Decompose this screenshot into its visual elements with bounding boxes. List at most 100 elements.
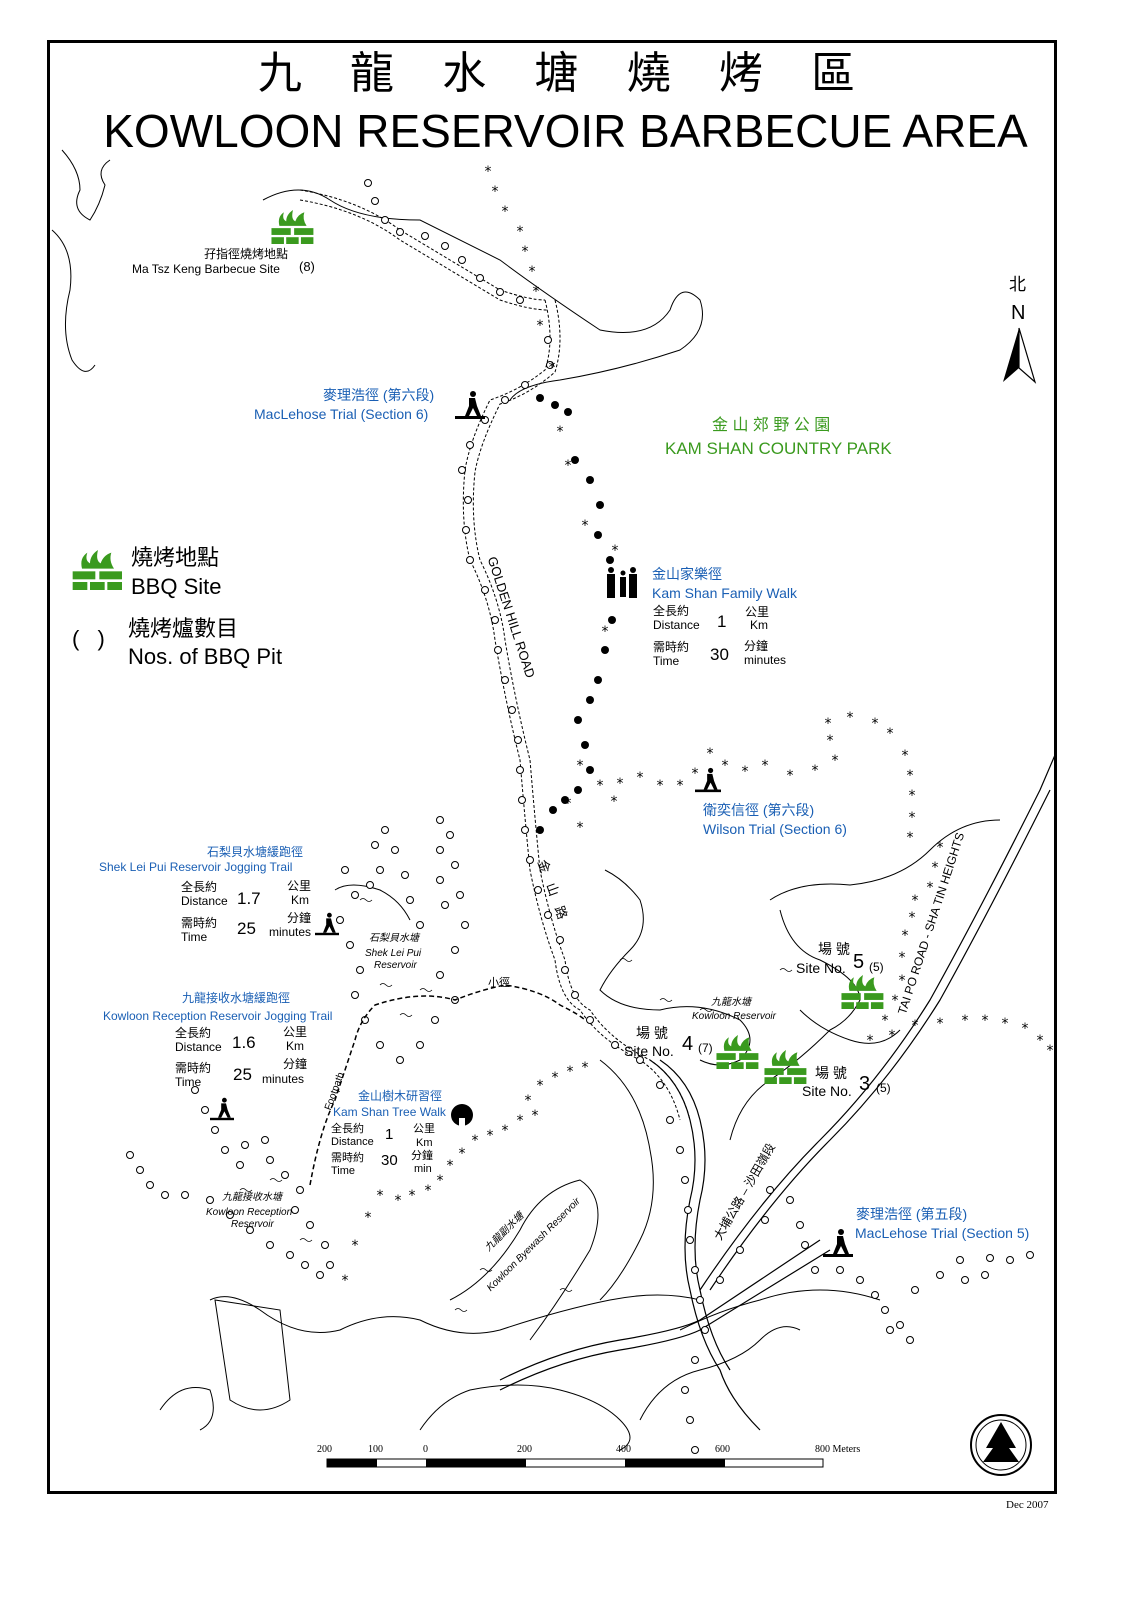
svg-text:*: * [882, 1013, 889, 1029]
tw-distance-unit: Km [416, 1137, 433, 1149]
svg-text:*: * [847, 710, 854, 726]
kr-reservoir-label-2: Reservoir [231, 1219, 274, 1230]
svg-text:*: * [492, 184, 499, 200]
footpath-line [309, 984, 586, 1186]
svg-text:*: * [377, 1188, 384, 1204]
tw-distance-label: Distance [331, 1136, 374, 1148]
svg-text:*: * [597, 778, 604, 794]
kam-shan-park-cn: 金 山 郊 野 公 園 [712, 417, 831, 434]
north-arrow-icon [1003, 327, 1037, 384]
svg-text:*: * [552, 1070, 559, 1086]
site5-cn: 場 號 [818, 941, 850, 957]
svg-text:*: * [502, 1123, 509, 1139]
svg-text:*: * [612, 543, 619, 559]
svg-text:*: * [677, 778, 684, 794]
site4-number: 4 [682, 1033, 694, 1055]
slp-reservoir-label-2: Reservoir [374, 960, 417, 971]
svg-text:*: * [532, 1108, 539, 1124]
ma-tsz-keng-pits: (8) [299, 259, 315, 274]
svg-text:*: * [909, 810, 916, 826]
tw-distance-cn: 全長約 [331, 1123, 364, 1135]
legend-bbq-site-cn: 燒烤地點 [131, 545, 220, 570]
svg-text:*: * [522, 244, 529, 260]
north-label-cn: 北 [1009, 275, 1026, 294]
family-time-unit-cn: 分鐘 [744, 639, 769, 653]
kr-reservoir-label: Kowloon Reception [206, 1207, 293, 1218]
scale-tick-label: 800 Meters [815, 1444, 861, 1455]
wilson-trail-cn: 衛奕信徑 (第六段) [703, 802, 815, 818]
slp-distance-label: Distance [181, 894, 228, 908]
svg-text:*: * [927, 880, 934, 896]
tw-time-label: Time [331, 1165, 356, 1177]
kr-time-label: Time [175, 1075, 202, 1089]
family-distance-value: 1 [717, 612, 727, 631]
svg-text:*: * [902, 928, 909, 944]
title-english: KOWLOON RESERVOIR BARBECUE AREA [103, 105, 1028, 157]
kr-distance-cn: 全長約 [175, 1026, 212, 1040]
svg-text:*: * [1002, 1016, 1009, 1032]
water-marks [239, 898, 793, 1312]
svg-text:*: * [517, 1113, 524, 1129]
slp-distance-value: 1.7 [237, 889, 261, 908]
slp-trail-cn: 石梨貝水塘緩跑徑 [207, 845, 304, 859]
svg-text:*: * [557, 424, 564, 440]
svg-text:*: * [637, 770, 644, 786]
svg-text:*: * [425, 1183, 432, 1199]
svg-text:*: * [502, 204, 509, 220]
svg-text:*: * [982, 1013, 989, 1029]
svg-text:*: * [912, 1018, 919, 1034]
svg-text:*: * [762, 758, 769, 774]
site3-number: 3 [859, 1073, 871, 1095]
family-distance-cn: 全長約 [653, 604, 690, 618]
svg-text:*: * [582, 518, 589, 534]
family-walk-cn: 金山家樂徑 [652, 566, 722, 582]
slp-distance-unit-cn: 公里 [287, 879, 312, 893]
svg-text:*: * [352, 1238, 359, 1254]
svg-text:*: * [525, 1093, 532, 1109]
slp-time-cn: 需時約 [181, 916, 218, 930]
tree-icon [451, 1104, 473, 1134]
svg-text:*: * [537, 1078, 544, 1094]
svg-text:*: * [909, 788, 916, 804]
scale-tick: 200 [317, 1444, 332, 1455]
svg-text:*: * [577, 820, 584, 836]
slp-time-value: 25 [237, 919, 256, 938]
bbq-site-icon [764, 1050, 807, 1084]
kr-time-value: 25 [233, 1065, 252, 1084]
svg-text:*: * [342, 1273, 349, 1289]
svg-text:*: * [1037, 1033, 1044, 1049]
tw-time-unit-cn: 分鐘 [411, 1150, 433, 1162]
slp-time-unit-cn: 分鐘 [287, 911, 312, 925]
slp-reservoir-cn: 石梨貝水塘 [369, 933, 419, 944]
family-walk-path [536, 394, 616, 834]
svg-text:*: * [892, 993, 899, 1009]
svg-text:*: * [899, 950, 906, 966]
department-logo [970, 1414, 1032, 1476]
svg-text:*: * [909, 910, 916, 926]
legend-pits: Nos. of BBQ Pit [128, 644, 283, 669]
family-time-label: Time [653, 654, 680, 668]
hiker-icon [695, 767, 721, 793]
svg-text:*: * [872, 716, 879, 732]
svg-text:*: * [692, 766, 699, 782]
hiker-icon [455, 391, 485, 419]
kr-reservoir-cn: 九龍接收水塘 [222, 1192, 282, 1203]
wilson-trail-path: *** *** *** ** *** *** *** *** *** *** *… [342, 164, 1054, 1289]
scale-tick: 0 [423, 1444, 428, 1455]
svg-text:*: * [832, 753, 839, 769]
scale-tick: 400 [616, 1444, 631, 1455]
svg-text:*: * [889, 1028, 896, 1044]
svg-text:*: * [722, 758, 729, 774]
kr-time-cn: 需時約 [175, 1061, 212, 1075]
bbq-site-icon [271, 210, 314, 244]
site5-label: Site No. [796, 960, 846, 976]
site3-pits: (5) [876, 1081, 891, 1095]
svg-text:*: * [395, 1193, 402, 1209]
svg-text:*: * [567, 1064, 574, 1080]
svg-text:*: * [812, 763, 819, 779]
svg-text:*: * [437, 1173, 444, 1189]
site4-cn: 場 號 [636, 1025, 668, 1041]
tree-walk-cn: 金山樹木研習徑 [358, 1089, 443, 1103]
family-time-unit: minutes [744, 653, 787, 667]
